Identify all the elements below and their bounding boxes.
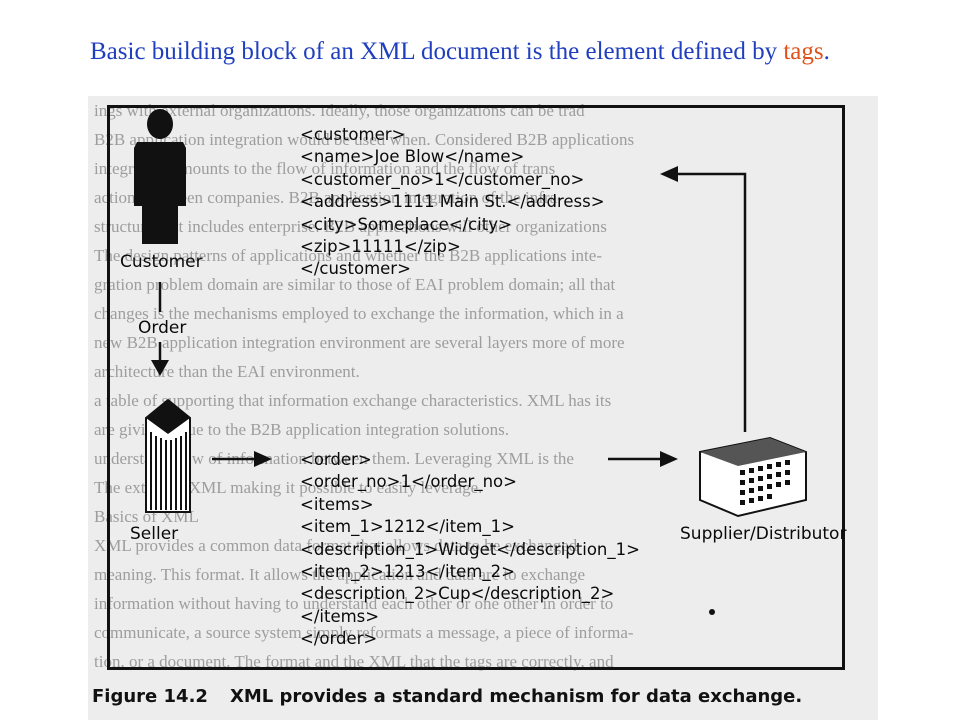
figure-scan: ings with external organizations. Ideall…: [88, 96, 878, 720]
arrow-supplier-to-customer: [660, 166, 747, 432]
customer-xml-line: <city>Someplace</city>: [300, 214, 512, 234]
background-page-text: ings with external organizations. Ideall…: [88, 96, 878, 676]
order-xml-line: <order_no>1</order_no>: [300, 472, 517, 492]
scan-dot: [709, 609, 715, 615]
order-xml-line: </order>: [300, 629, 378, 649]
arrow-seller-to-order: [212, 451, 272, 467]
background-text-line: actions between companies. B2B applicati…: [94, 188, 563, 207]
supplier-label: Supplier/Distributor: [680, 524, 847, 544]
customer-xml-line: </customer>: [300, 259, 411, 279]
title-accent-word: tags: [783, 38, 824, 65]
order-xml-line: <description_2>Cup</description_2>: [300, 584, 615, 604]
order-xml-line: <item_1>1212</item_1>: [300, 517, 515, 537]
figure-frame: [107, 105, 845, 670]
arrow-customer-to-seller: [151, 282, 169, 376]
background-text-line: are giving value to the B2B application …: [94, 420, 510, 439]
order-xml-line: <item_2>1213</item_2>: [300, 562, 515, 582]
figure-caption-text: XML provides a standard mechanism for da…: [229, 686, 803, 707]
person-icon: [134, 109, 186, 244]
figure-number: Figure 14.2: [92, 686, 208, 707]
building-icon: [145, 398, 191, 513]
warehouse-icon: [699, 436, 807, 518]
background-text-line: communicate, a source system simply refo…: [94, 623, 634, 642]
order-xml-line: <description_1>Widget</description_1>: [300, 539, 640, 559]
background-text-line: meaning. This format. It allows the appl…: [94, 565, 586, 584]
background-text-line: understand flow of information between t…: [94, 449, 574, 468]
background-text-line: The extent of XML making it possible to …: [94, 478, 483, 497]
customer-xml-line: <customer_no>1</customer_no>: [300, 169, 585, 189]
background-text-line: new B2B application integration environm…: [94, 333, 625, 352]
title-text: Basic building block of an XML document …: [90, 38, 784, 65]
background-text-line: XML provides a common data format that a…: [94, 536, 578, 555]
order-xml-line: <order>: [300, 450, 372, 469]
background-text-line: The design patterns of applications and …: [94, 246, 602, 265]
customer-label: Customer: [120, 252, 203, 272]
background-text-line: integration amounts to the flow of infor…: [94, 159, 556, 178]
seller-label: Seller: [130, 524, 179, 544]
background-text-line: changes is the mechanisms employed to ex…: [94, 304, 624, 323]
customer-xml-block: <customer> <name>Joe Blow</name> <custom…: [300, 124, 605, 281]
customer-xml-line: <name>Joe Blow</name>: [300, 147, 525, 167]
background-text-line: structure that includes enterprise. B2B …: [94, 217, 607, 236]
customer-xml-line: <address>1111 Main St.</address>: [300, 192, 605, 212]
order-xml-block: <order> <order_no>1</order_no> <items> <…: [300, 449, 640, 651]
background-text-line: a table of supporting that information e…: [94, 391, 612, 410]
customer-xml-line: <customer>: [300, 125, 406, 144]
background-text-line: information without having to understand…: [94, 594, 614, 613]
arrow-order-to-supplier: [608, 451, 678, 467]
background-text-line: gration problem domain are similar to th…: [94, 275, 616, 294]
figure-caption: Figure 14.2 XML provides a standard mecha…: [92, 686, 802, 707]
order-xml-line: </items>: [300, 606, 380, 626]
background-text-line: tion, or a document. The format and the …: [94, 652, 614, 671]
title-end: .: [823, 38, 830, 65]
order-label: Order: [138, 318, 187, 338]
customer-xml-line: <zip>11111</zip>: [300, 237, 461, 257]
order-xml-line: <items>: [300, 494, 374, 514]
background-text-line: B2B application integration would be use…: [94, 130, 635, 149]
slide-title: Basic building block of an XML document …: [90, 34, 850, 69]
